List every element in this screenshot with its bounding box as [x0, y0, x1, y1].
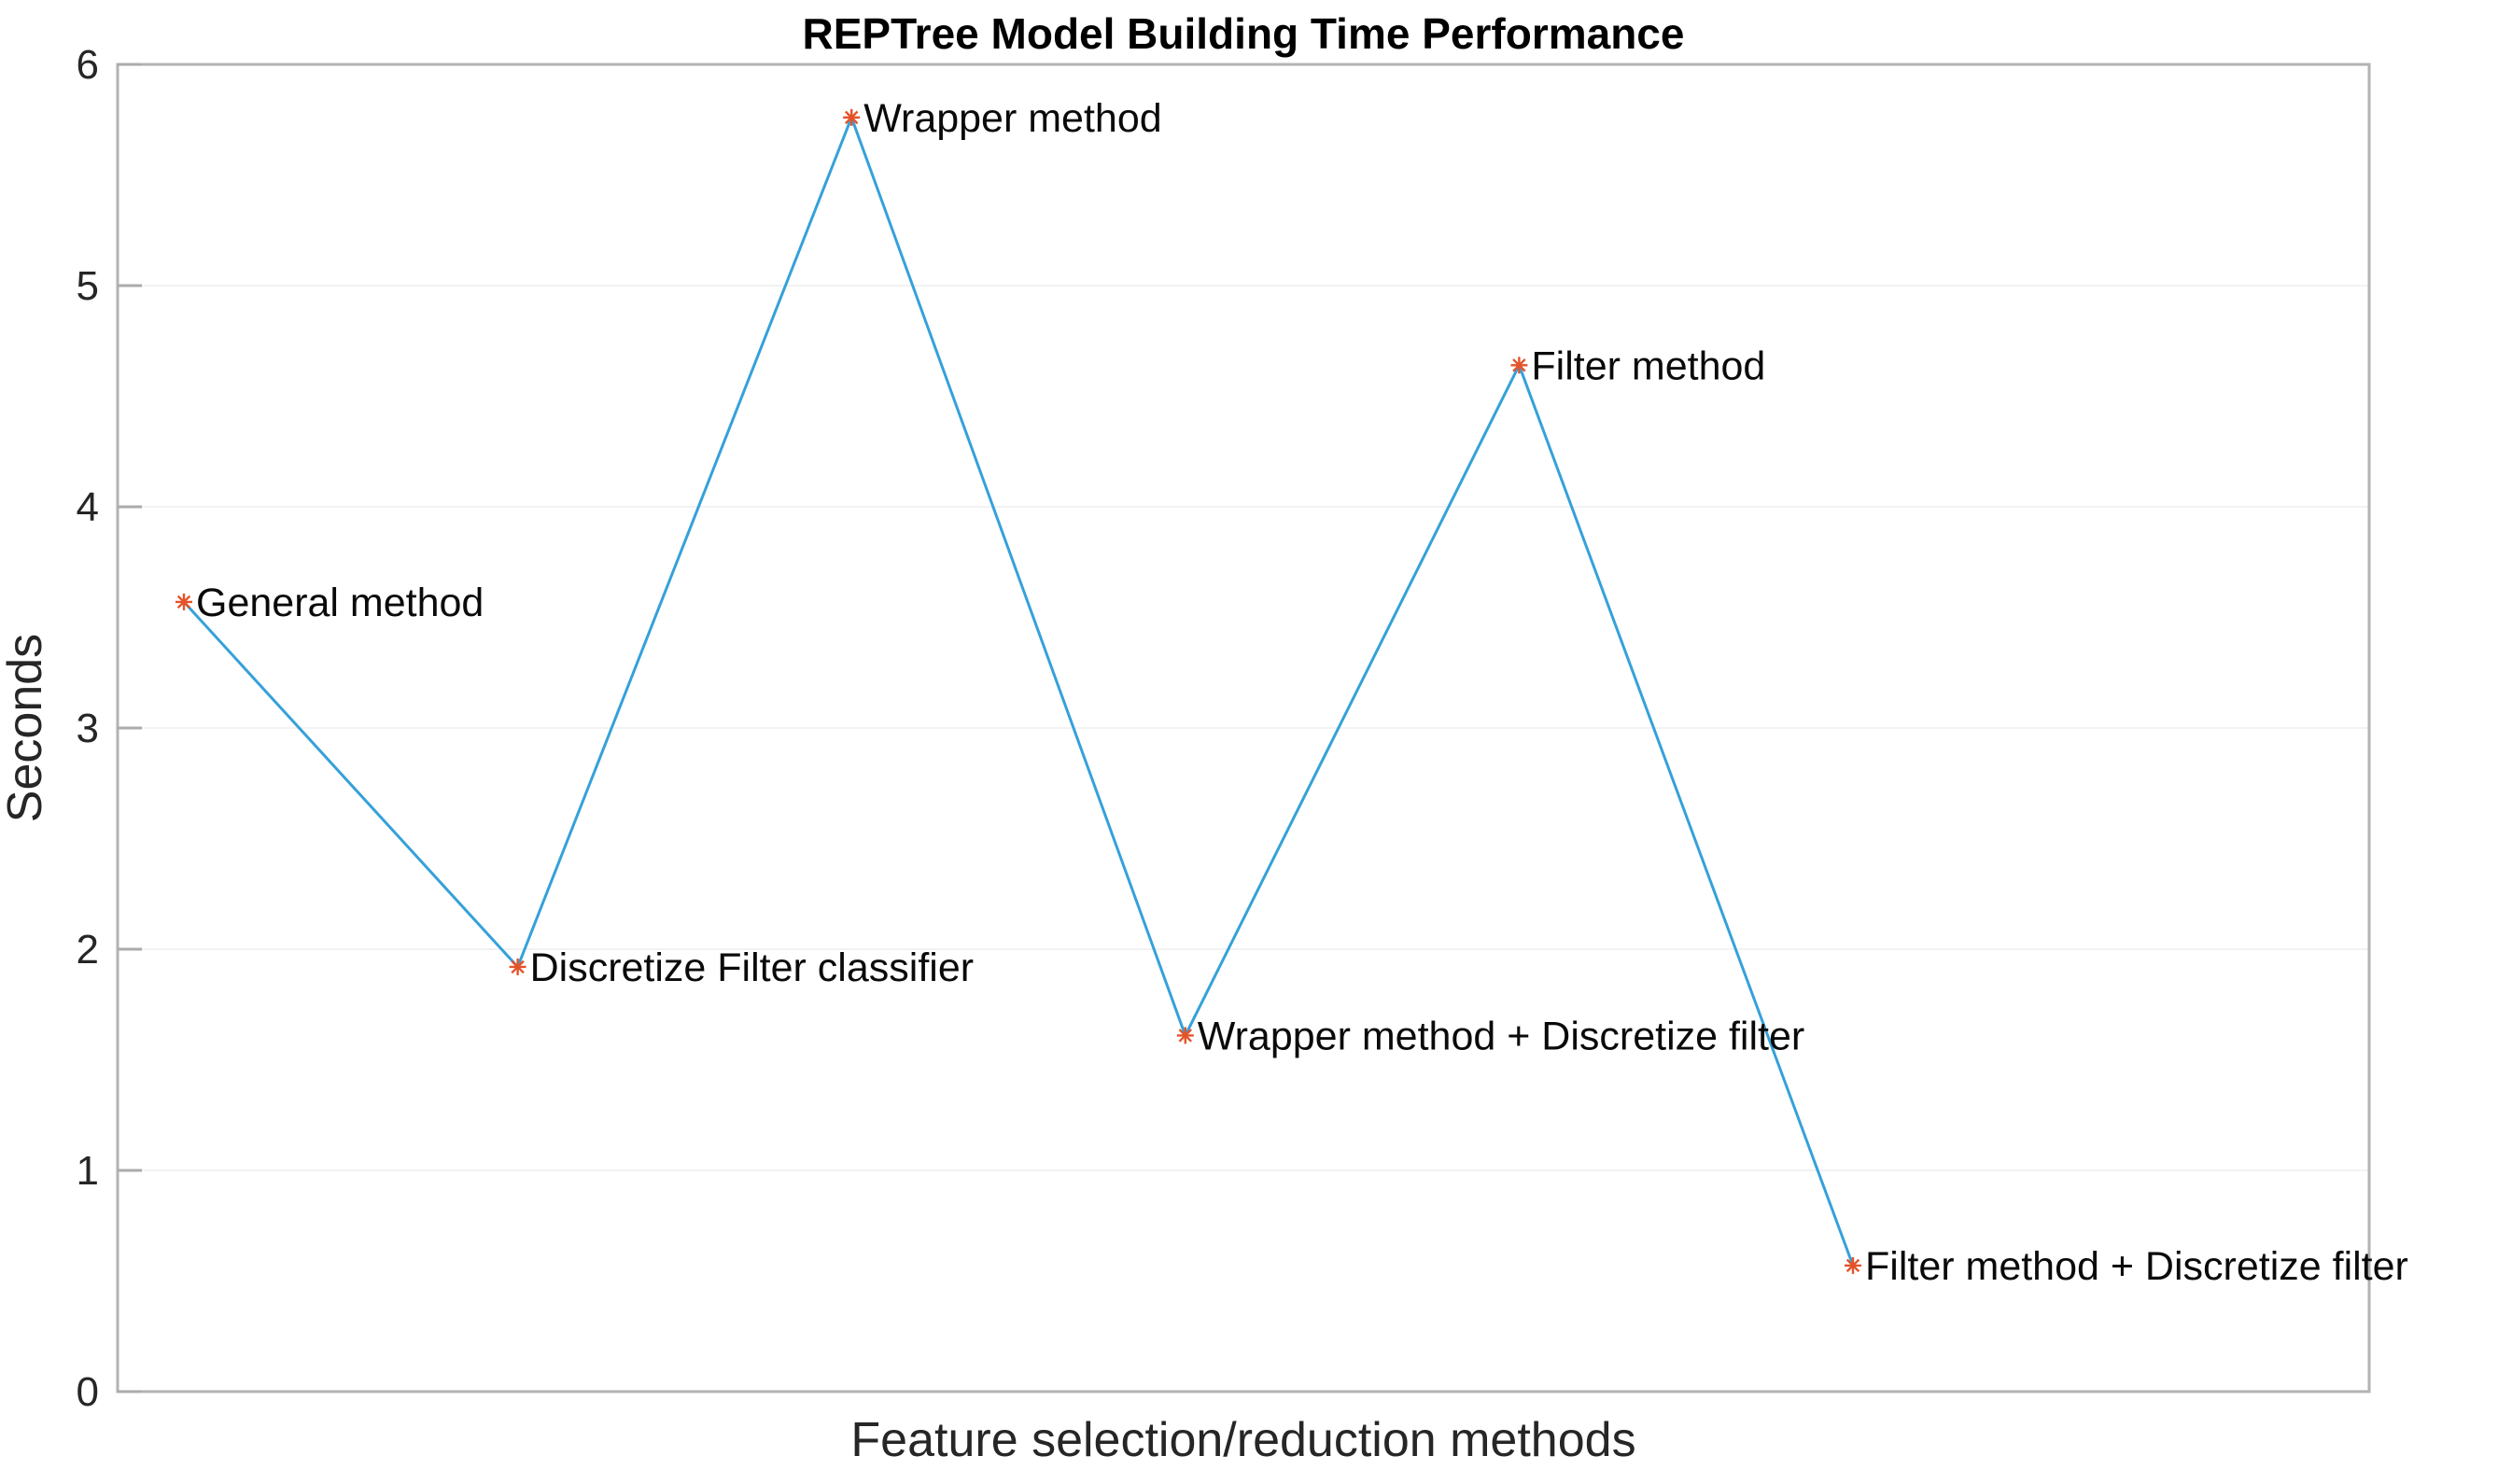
y-tick-label-1: 1	[77, 1148, 99, 1194]
y-tick-label-4: 4	[77, 484, 99, 530]
y-tick-label-0: 0	[77, 1369, 99, 1415]
marker-stroke	[511, 959, 525, 974]
data-point-marker-3[interactable]	[1176, 1027, 1194, 1044]
marker-stroke	[844, 110, 859, 125]
y-axis-tick-labels: 0 1 2 3 4 5 6	[77, 42, 99, 1415]
y-tick-label-5: 5	[77, 263, 99, 309]
marker-stroke	[1178, 1029, 1193, 1043]
gridlines	[118, 285, 2369, 1171]
data-point-marker-1[interactable]	[509, 958, 526, 975]
data-point-marker-0[interactable]	[175, 593, 192, 610]
y-axis-ticks	[118, 63, 142, 1393]
marker-stroke	[1845, 1258, 1860, 1273]
series-line	[182, 116, 1855, 1267]
y-tick-label-6: 6	[77, 42, 99, 88]
point-label-5: Filter method + Discretize filter	[1865, 1244, 2408, 1289]
y-tick-label-3: 3	[77, 706, 99, 751]
data-point-marker-2[interactable]	[843, 108, 861, 126]
y-tick-label-2: 2	[77, 927, 99, 973]
point-label-4: Filter method	[1531, 343, 1765, 388]
x-axis-label: Feature selection/reduction methods	[850, 1413, 1635, 1467]
data-point-marker-4[interactable]	[1510, 357, 1528, 374]
marker-stroke	[1512, 358, 1526, 372]
point-label-3: Wrapper method + Discretize filter	[1198, 1014, 1804, 1058]
point-label-1: Discretize Filter classifier	[530, 945, 974, 990]
marker-stroke	[176, 595, 191, 609]
data-series	[175, 108, 1861, 1274]
point-label-2: Wrapper method	[863, 96, 1161, 141]
y-axis-label: Seconds	[0, 634, 52, 822]
chart-title: REPTree Model Building Time Performance	[803, 9, 1685, 58]
point-label-0: General method	[196, 581, 484, 625]
data-point-marker-5[interactable]	[1845, 1256, 1861, 1274]
